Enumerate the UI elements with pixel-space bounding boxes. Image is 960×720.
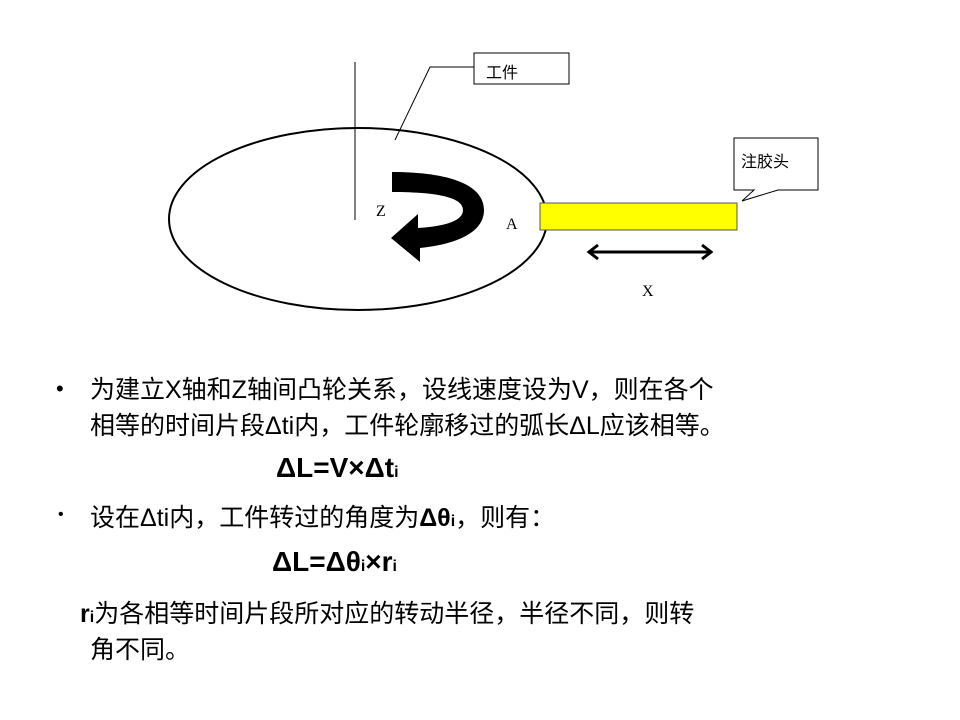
formula-2-sub-a: i	[360, 558, 366, 575]
point-a-label: A	[506, 216, 518, 233]
bullet2-text: 设在Δti内，工件转过的角度为Δθi，则有：	[90, 500, 555, 540]
formula-1-sub: i	[394, 464, 399, 481]
bullet-dot: •	[56, 376, 64, 401]
formula-2-b: ×r	[365, 546, 393, 577]
bullet2-text-a: 设在Δti内，工件转过的角度为	[90, 504, 420, 532]
bullet2-theta-sub: i	[450, 513, 456, 530]
nozzle-callout	[733, 137, 819, 202]
bullet2-text-c: ，则有：	[455, 504, 556, 532]
rotation-arrow-icon	[391, 172, 484, 262]
formula-1-main: ΔL=V×Δt	[276, 452, 395, 483]
bullet2-theta: Δθ	[419, 504, 451, 532]
bullet1-line2: 相等的时间片段Δti内，工件轮廓移过的弧长ΔL应该相等。	[90, 412, 725, 440]
formula-2-a: ΔL=Δθ	[272, 546, 361, 577]
workpiece-leader-line	[394, 66, 474, 141]
bullet1-line1: 为建立X轴和Z轴间凸轮关系，设线速度设为V，则在各个	[90, 376, 714, 404]
formula-2: ΔL=Δθi×ri	[272, 546, 397, 578]
nozzle-bar	[539, 202, 738, 231]
workpiece-label: 工件	[486, 65, 519, 82]
workpiece-label-box	[473, 52, 570, 85]
note-text: 为各相等时间片段所对应的转动半径，半径不同，则转	[94, 600, 695, 628]
formula-2-sub-b: i	[392, 558, 397, 575]
x-double-arrow-icon	[586, 243, 714, 261]
note-r-sub: i	[89, 609, 95, 626]
bullet-dot: •	[58, 506, 64, 523]
workpiece-ellipse	[168, 127, 548, 311]
note-line1: ri为各相等时间片段所对应的转动半径，半径不同，则转	[80, 596, 694, 636]
x-axis-label: X	[642, 283, 654, 300]
note-r: r	[80, 600, 90, 628]
note-line2: 角不同。	[90, 636, 191, 664]
z-axis-label: Z	[376, 203, 386, 220]
formula-1: ΔL=V×Δti	[276, 452, 399, 484]
nozzle-label: 注胶头	[741, 154, 790, 171]
